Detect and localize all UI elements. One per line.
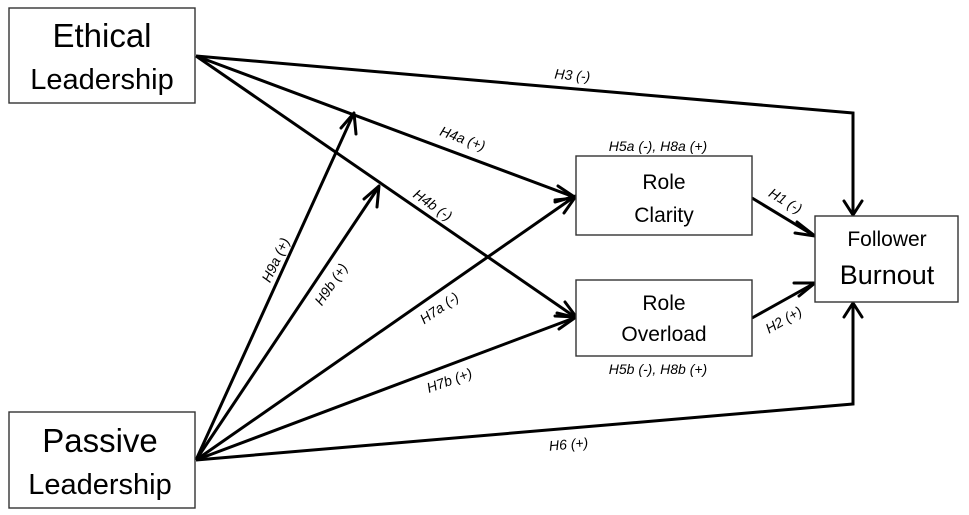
label-h9b: H9b (+)	[311, 260, 351, 308]
label-h7b: H7b (+)	[424, 365, 474, 396]
label-h5b-h8b: H5b (-), H8b (+)	[609, 361, 707, 377]
passive-line1: Passive	[42, 422, 158, 459]
ethical-line2: Leadership	[30, 64, 174, 96]
node-role-overload: Role Overload	[575, 279, 753, 357]
node-follower-burnout: Follower Burnout	[814, 215, 959, 303]
label-h5a-h8a: H5a (-), H8a (+)	[609, 138, 707, 154]
node-role-clarity: Role Clarity	[575, 155, 753, 236]
edge-h4a	[195, 54, 578, 202]
overload-line1: Role	[642, 292, 685, 315]
edge-h3	[195, 54, 864, 217]
ethical-line1: Ethical	[52, 17, 151, 54]
clarity-line1: Role	[642, 171, 685, 194]
edge-h9b	[194, 184, 381, 461]
node-ethical-leadership: Ethical Leadership	[8, 7, 196, 104]
clarity-line2: Clarity	[634, 204, 694, 227]
label-h6: H6 (+)	[548, 434, 589, 453]
edge-h6	[195, 301, 864, 462]
passive-line2: Leadership	[28, 469, 172, 501]
label-h7a: H7a (-)	[417, 289, 462, 327]
edge-h7a	[195, 194, 578, 462]
label-h3: H3 (-)	[554, 65, 591, 84]
overload-line2: Overload	[621, 323, 706, 346]
edge-h9a	[194, 111, 358, 461]
burnout-line1: Follower	[847, 228, 926, 251]
edge-h4b	[195, 54, 579, 320]
label-h1: H1 (-)	[766, 185, 805, 217]
node-passive-leadership: Passive Leadership	[8, 411, 196, 509]
burnout-line2: Burnout	[840, 260, 935, 290]
